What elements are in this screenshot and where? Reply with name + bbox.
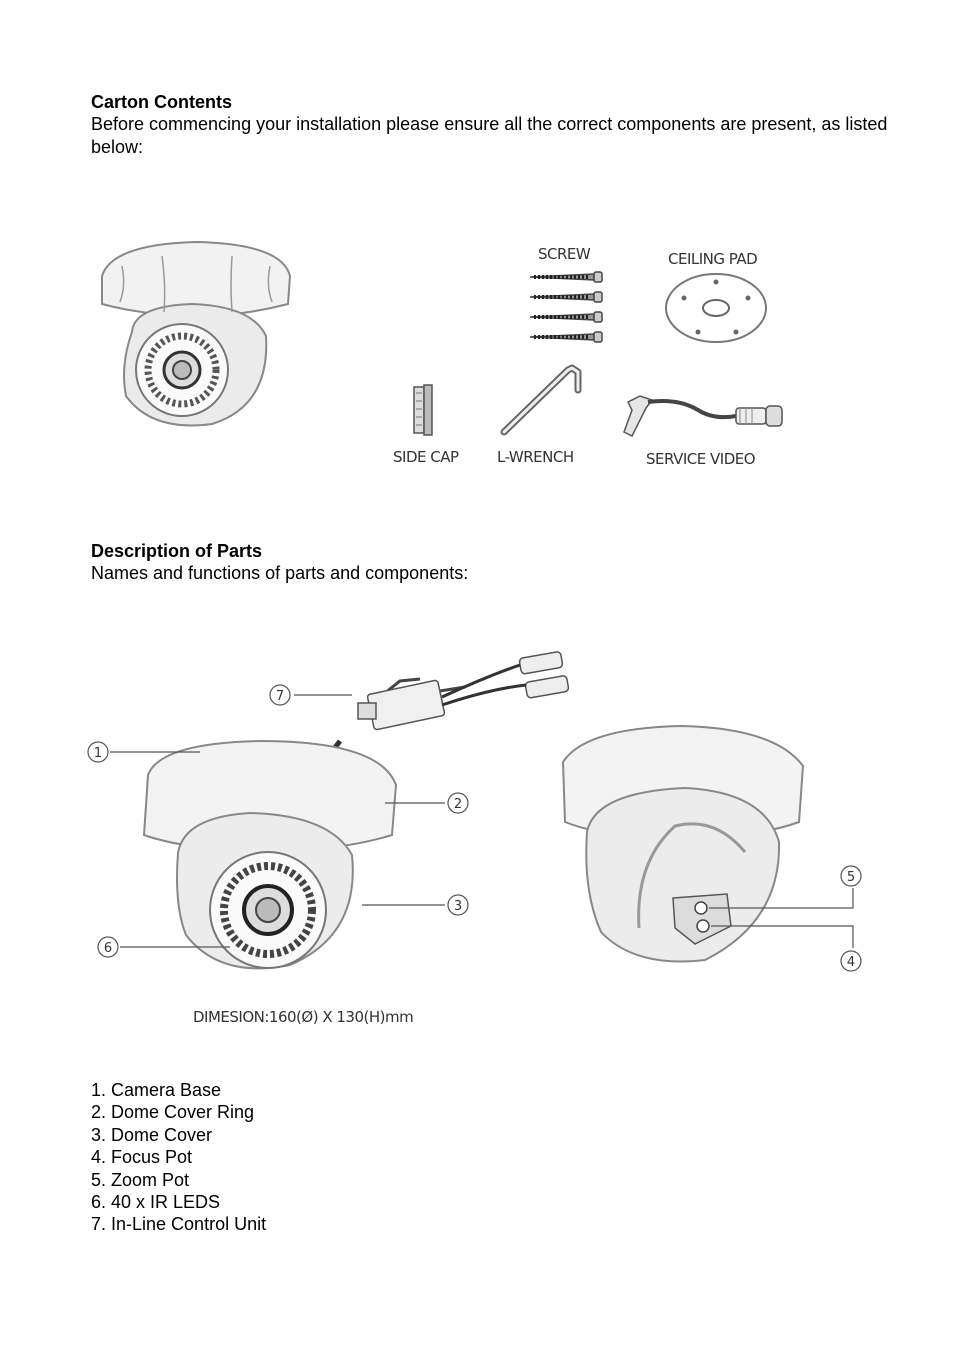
l-wrench-illustration bbox=[500, 364, 582, 436]
parts-list-item: 3. Dome Cover bbox=[91, 1124, 213, 1145]
dimension-label: DIMESION:160(Ø) X 130(H)mm bbox=[193, 1008, 414, 1026]
callout-7: 7 bbox=[276, 689, 284, 704]
ceiling-pad-label: CEILING PAD bbox=[668, 250, 758, 268]
side-cap-label: SIDE CAP bbox=[393, 448, 459, 466]
callout-2: 2 bbox=[454, 797, 462, 812]
parts-list-item: 4. Focus Pot bbox=[91, 1147, 193, 1168]
camera-rear-view-diagram: 5 4 bbox=[561, 724, 862, 972]
service-video-label: SERVICE VIDEO bbox=[646, 450, 756, 468]
parts-list-item: 2. Dome Cover Ring bbox=[91, 1102, 255, 1123]
camera-front-view-diagram: 7 1 2 3 6 bbox=[87, 651, 570, 970]
description-of-parts-heading: Description of Parts bbox=[91, 541, 263, 561]
ceiling-pad-illustration bbox=[665, 273, 767, 343]
screws-illustration bbox=[529, 271, 603, 343]
parts-list-item: 5. Zoom Pot bbox=[91, 1169, 190, 1190]
service-video-cable-illustration bbox=[623, 395, 783, 438]
carton-contents-heading: Carton Contents bbox=[91, 92, 232, 112]
callout-1: 1 bbox=[94, 746, 102, 761]
description-of-parts-intro: Names and functions of parts and compone… bbox=[91, 563, 469, 583]
parts-list: 1. Camera Base 2. Dome Cover Ring 3. Dom… bbox=[91, 1079, 266, 1236]
parts-list-item: 6. 40 x IR LEDS bbox=[91, 1192, 221, 1213]
callout-4: 4 bbox=[847, 955, 855, 970]
parts-list-item: 1. Camera Base bbox=[91, 1080, 222, 1100]
dome-camera-illustration bbox=[101, 240, 292, 427]
carton-contents-intro: Before commencing your installation plea… bbox=[91, 114, 888, 157]
callout-3: 3 bbox=[454, 899, 462, 914]
l-wrench-label: L-WRENCH bbox=[497, 448, 574, 466]
callout-5: 5 bbox=[847, 870, 855, 885]
screw-label: SCREW bbox=[538, 245, 591, 263]
callout-6: 6 bbox=[104, 941, 112, 956]
side-cap-illustration bbox=[413, 384, 433, 436]
parts-list-item: 7. In-Line Control Unit bbox=[91, 1214, 267, 1235]
